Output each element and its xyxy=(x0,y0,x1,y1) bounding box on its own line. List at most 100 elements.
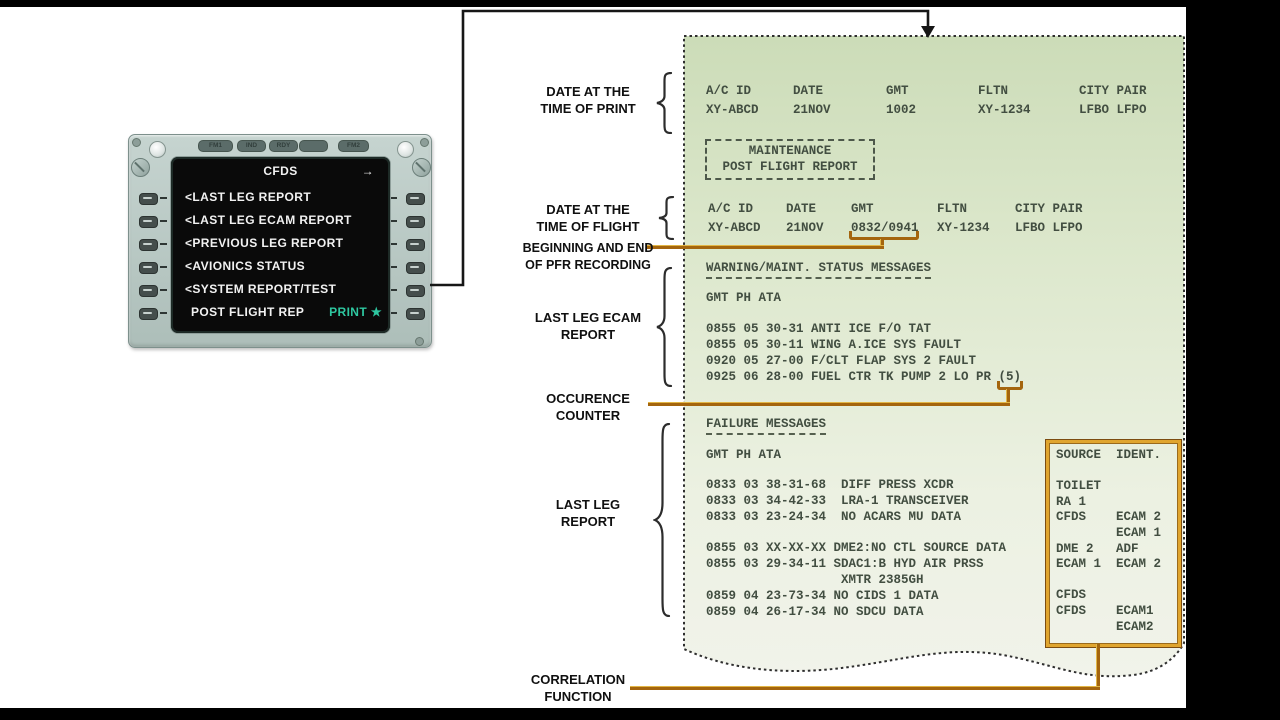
annunciator-fm2: FM2 xyxy=(338,140,369,152)
failure-message-line: 0833 03 23-24-34 NO ACARS MU DATA xyxy=(706,510,962,524)
print-prompt[interactable]: PRINT ★ xyxy=(329,305,382,319)
menu-item-previous-leg-report: <PREVIOUS LEG REPORT xyxy=(185,236,344,250)
annunciator-rdy: RDY xyxy=(269,140,298,152)
lsk-tick xyxy=(390,220,397,222)
lsk-left-2[interactable] xyxy=(139,216,158,228)
annunciator-fm1: FM1 xyxy=(198,140,233,152)
annunciator-ind: IND xyxy=(237,140,266,152)
lsk-tick xyxy=(160,289,167,291)
source-ident-box: SOURCE IDENT. TOILET RA 1 CFDS ECAM 2 EC… xyxy=(1046,440,1181,647)
occurence-bracket xyxy=(997,381,1023,390)
ecam-message-line: 0855 05 30-11 WING A.ICE SYS FAULT xyxy=(706,338,962,352)
lsk-tick xyxy=(390,266,397,268)
lsk-tick xyxy=(160,197,167,199)
report-title-line1: MAINTENANCE xyxy=(748,144,832,158)
source-ident-line: CFDS ECAM 2 xyxy=(1056,510,1162,524)
brightness-lamp-left xyxy=(149,141,166,158)
lsk-tick xyxy=(390,289,397,291)
lsk-right-4[interactable] xyxy=(406,262,425,274)
letterbox-bottom xyxy=(0,708,1280,720)
lsk-tick xyxy=(160,312,167,314)
ecam-message-line: 0925 06 28-00 FUEL CTR TK PUMP 2 LO PR (… xyxy=(706,370,1022,384)
section-heading-failure: FAILURE MESSAGES xyxy=(706,416,827,435)
failure-message-line: XMTR 2385GH xyxy=(706,573,924,587)
lsk-right-2[interactable] xyxy=(406,216,425,228)
next-page-arrow-icon: → xyxy=(361,164,374,178)
brace-last-leg-ecam xyxy=(656,267,673,387)
column-legend: GMT PH ATA xyxy=(706,448,782,462)
occurence-connector-stem xyxy=(1007,389,1010,404)
letterbox-right xyxy=(1186,0,1280,720)
lsk-tick xyxy=(390,312,397,314)
correlation-connector-stem xyxy=(1097,644,1100,690)
source-ident-line: TOILET xyxy=(1056,479,1102,493)
menu-item-last-leg-report: <LAST LEG REPORT xyxy=(185,190,312,204)
source-ident-line: ECAM 1 ECAM 2 xyxy=(1056,557,1162,571)
lsk-left-1[interactable] xyxy=(139,193,158,205)
lsk-right-3[interactable] xyxy=(406,239,425,251)
failure-message-line: 0859 04 26-17-34 NO SDCU DATA xyxy=(706,605,924,619)
lsk-tick xyxy=(160,243,167,245)
source-ident-line: CFDS ECAM1 xyxy=(1056,604,1154,618)
brightness-lamp-right xyxy=(397,141,414,158)
lsk-left-6[interactable] xyxy=(139,308,158,320)
lsk-left-3[interactable] xyxy=(139,239,158,251)
lsk-right-1[interactable] xyxy=(406,193,425,205)
failure-message-line: 0859 04 23-73-34 NO CIDS 1 DATA xyxy=(706,589,939,603)
column-legend: GMT PH ATA xyxy=(706,291,782,305)
slotted-screw-icon xyxy=(412,158,431,177)
source-ident-line: CFDS xyxy=(1056,588,1087,602)
menu-item-avionics-status: <AVIONICS STATUS xyxy=(185,259,306,273)
menu-item-last-leg-ecam-report: <LAST LEG ECAM REPORT xyxy=(185,213,352,227)
letterbox-top xyxy=(0,0,1280,7)
slotted-screw-icon xyxy=(131,158,150,177)
lsk-left-5[interactable] xyxy=(139,285,158,297)
failure-message-line: 0833 03 34-42-33 LRA-1 TRANSCEIVER xyxy=(706,494,969,508)
screw-icon xyxy=(132,138,141,147)
failure-message-line: 0855 03 XX-XX-XX DME2:NO CTL SOURCE DATA xyxy=(706,541,1007,555)
lsk-right-5[interactable] xyxy=(406,285,425,297)
print-star-icon: ★ xyxy=(370,305,382,319)
brace-date-of-print xyxy=(656,72,673,134)
brace-last-leg-report xyxy=(653,423,671,617)
lsk-right-6[interactable] xyxy=(406,308,425,320)
lsk-tick xyxy=(160,266,167,268)
ecam-message-line: 0920 05 27-00 F/CLT FLAP SYS 2 FAULT xyxy=(706,354,977,368)
lsk-tick xyxy=(390,197,397,199)
occurence-connector-line xyxy=(648,403,1010,406)
mcdu-unit: FM1 IND RDY FM2 CFDS → <LAST xyxy=(128,134,432,348)
correlation-connector-line xyxy=(630,687,1100,690)
ecam-message-line: 0855 05 30-31 ANTI ICE F/O TAT xyxy=(706,322,932,336)
source-ident-line: SOURCE IDENT. xyxy=(1056,448,1162,462)
screw-icon xyxy=(415,337,424,346)
pfr-times-bracket xyxy=(849,231,919,240)
failure-message-line: 0855 03 29-34-11 SDAC1:B HYD AIR PRSS xyxy=(706,557,984,571)
failure-message-line: 0833 03 38-31-68 DIFF PRESS XCDR xyxy=(706,478,954,492)
report-title-box: MAINTENANCE POST FLIGHT REPORT xyxy=(705,139,875,180)
screw-icon xyxy=(420,138,429,147)
lsk-tick xyxy=(390,243,397,245)
report-title-line2: POST FLIGHT REPORT xyxy=(722,160,858,174)
source-ident-line: DME 2 ADF xyxy=(1056,542,1139,556)
lsk-left-4[interactable] xyxy=(139,262,158,274)
menu-item-system-report-test: <SYSTEM REPORT/TEST xyxy=(185,282,337,296)
print-label: PRINT xyxy=(329,305,368,319)
source-ident-line: RA 1 xyxy=(1056,495,1087,509)
page-title: CFDS xyxy=(263,164,298,178)
annunciator-blank xyxy=(299,140,328,152)
pfr-connector-line xyxy=(646,246,884,249)
